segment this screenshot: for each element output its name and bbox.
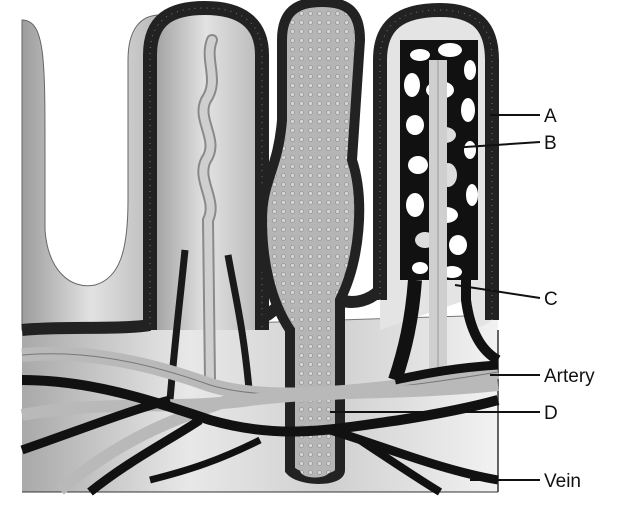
villus-right: [373, 2, 501, 383]
background-villi: [21, 14, 161, 331]
label-artery: Artery: [544, 366, 595, 387]
label-d: D: [544, 403, 558, 424]
villus-left: [143, 0, 269, 401]
leader-lines: [330, 114, 541, 481]
label-a: A: [544, 106, 557, 127]
capillary-network: [400, 40, 478, 380]
vessel-network: [20, 346, 500, 496]
labels: A B C Artery D Vein: [544, 106, 595, 492]
villus-middle: [256, 0, 366, 484]
label-vein: Vein: [544, 471, 581, 492]
label-c: C: [544, 289, 558, 310]
label-b: B: [544, 133, 557, 154]
